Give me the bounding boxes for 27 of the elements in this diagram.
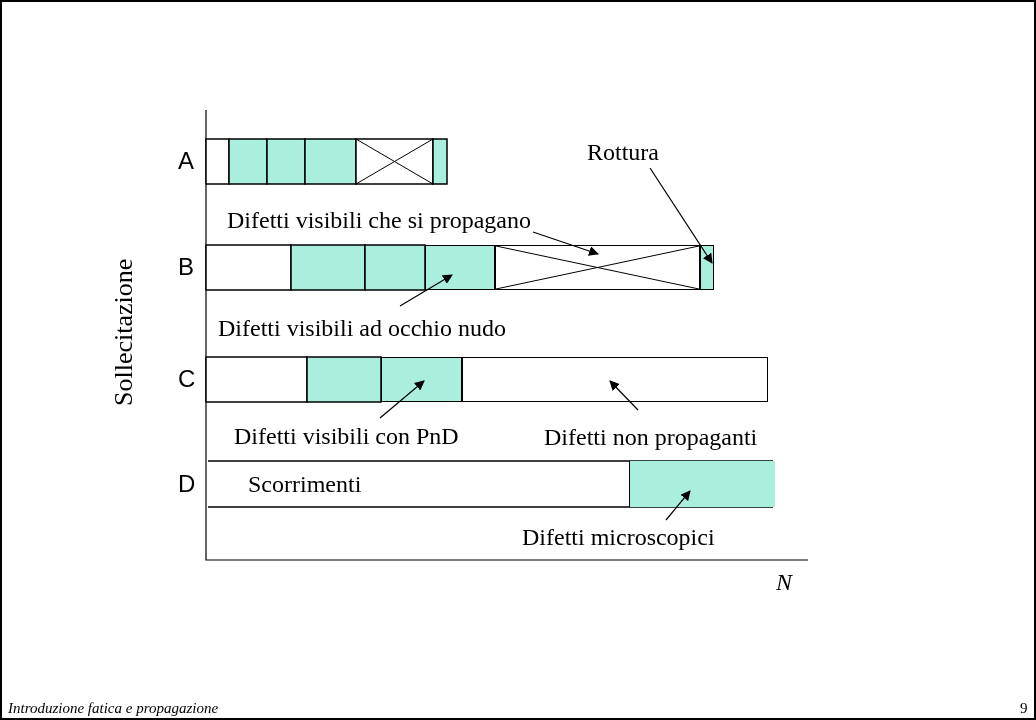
callout-text: Difetti non propaganti (544, 423, 758, 451)
leader-line (665, 490, 691, 521)
callout-text: Rottura (587, 138, 659, 166)
bar-segment (381, 357, 462, 402)
axis-label: N (776, 568, 792, 596)
row-letter: C (178, 365, 196, 393)
bar-segment (629, 461, 775, 507)
segment-label: Scorrimenti (248, 470, 362, 498)
leader-line (379, 380, 425, 419)
callout-text: Difetti microscopici (522, 523, 715, 551)
bar-segment (462, 357, 768, 402)
callout-text: Difetti visibili ad occhio nudo (218, 314, 506, 342)
crossed-segment (495, 245, 700, 290)
leader-line (399, 274, 453, 307)
leader-line (609, 380, 639, 411)
row-letter: D (178, 470, 196, 498)
bar-segment (700, 245, 714, 290)
row-letter: A (178, 147, 194, 175)
callout-text: Difetti visibili che si propagano (227, 206, 531, 234)
page-number: 9 (1020, 699, 1028, 718)
row-letter: B (178, 253, 194, 281)
bar-segment (425, 245, 495, 290)
axis-label: Sollecitazione (110, 258, 138, 406)
footer-text: Introduzione fatica e propagazione (8, 699, 219, 718)
leader-line (649, 167, 713, 264)
leader-line (532, 231, 599, 256)
callout-text: Difetti visibili con PnD (234, 422, 459, 450)
